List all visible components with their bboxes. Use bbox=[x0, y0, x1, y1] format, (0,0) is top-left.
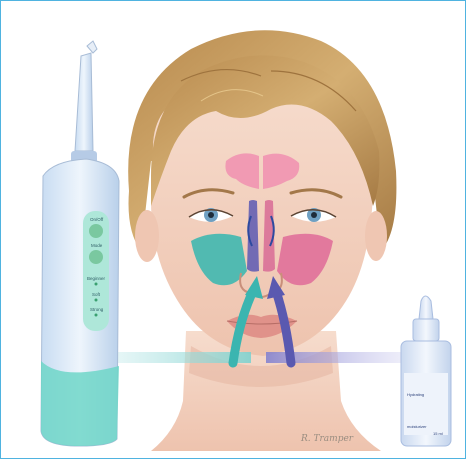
irrigator-power-button bbox=[89, 224, 103, 238]
bottle-label-line-1: Hydrating bbox=[407, 392, 424, 397]
irrigator-tip bbox=[87, 41, 97, 53]
left-ear bbox=[135, 210, 159, 262]
irrigator-base-accent bbox=[41, 361, 119, 446]
artist-signature: R. Tramper bbox=[300, 434, 354, 444]
nasal-spray-bottle: Hydrating moisturizer 15 ml bbox=[401, 296, 451, 446]
irrigator-label-strong: Strong bbox=[90, 307, 104, 312]
bottle-cap bbox=[413, 319, 439, 341]
irrigator-label-on-off: On/Off bbox=[90, 217, 104, 222]
bottle-label-line-3: 15 ml bbox=[433, 431, 443, 436]
irrigator-label-soft: Soft bbox=[92, 292, 101, 297]
irrigator-label-mode: Mode bbox=[91, 243, 103, 248]
irrigator-mode-button bbox=[89, 250, 103, 264]
bottle-nozzle bbox=[419, 296, 433, 319]
irrigator-nozzle bbox=[75, 53, 93, 151]
bottle-label-line-2: moisturizer bbox=[407, 424, 427, 429]
irrigator-label-beginner: Beginner bbox=[87, 276, 106, 281]
right-ear bbox=[365, 211, 387, 261]
oral-irrigator-device: On/Off Mode Beginner Soft Strong bbox=[41, 41, 119, 446]
